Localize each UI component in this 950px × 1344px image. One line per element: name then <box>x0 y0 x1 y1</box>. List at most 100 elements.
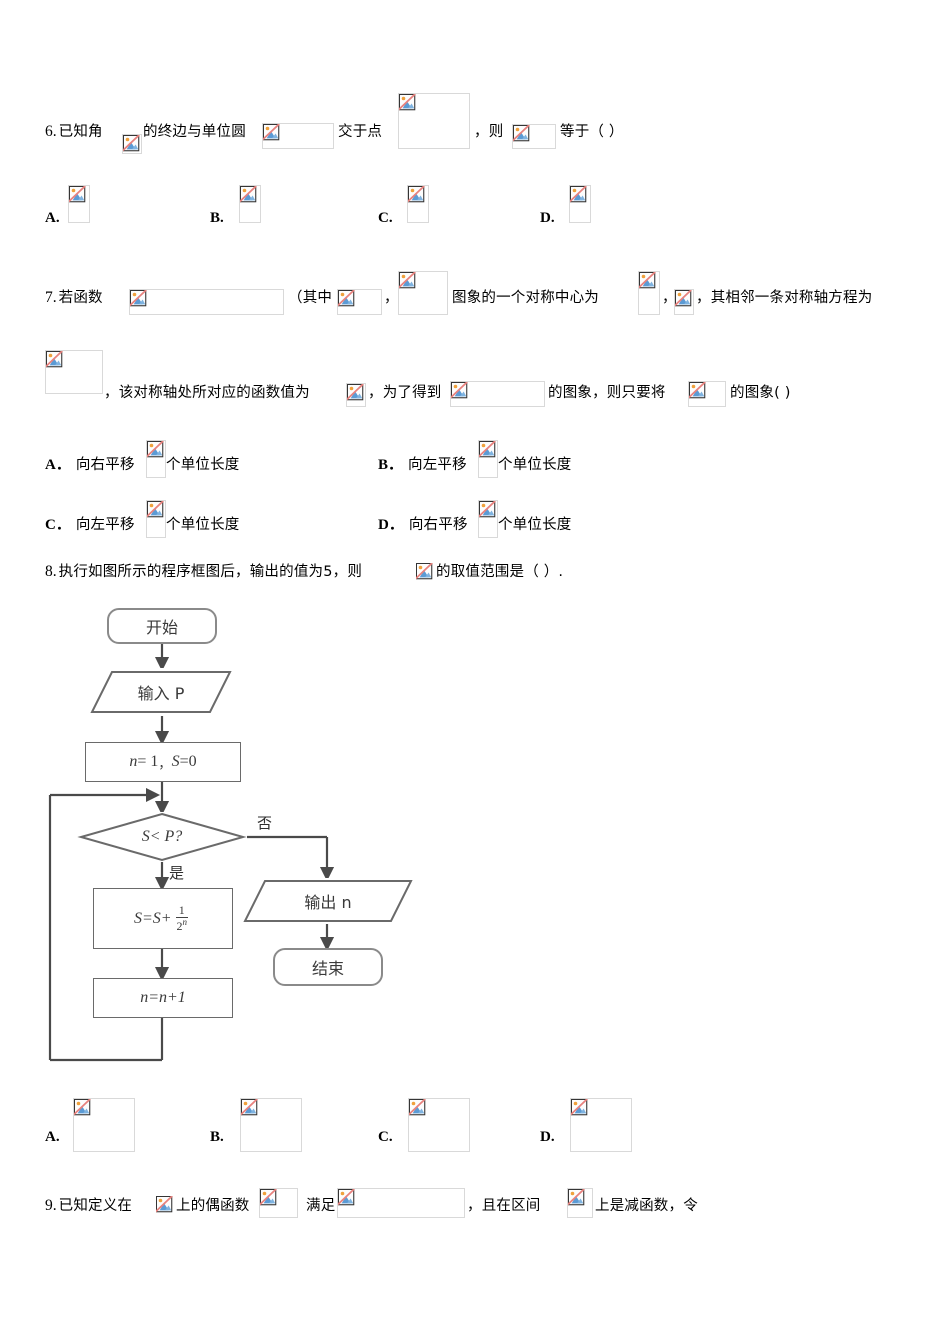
question-7-image-5 <box>674 289 694 315</box>
flow-increment-label: n=n+1 <box>140 989 186 1006</box>
question-7-option-d[interactable]: D． 向右平移 <box>378 515 468 535</box>
question-7-option-c-after: 个单位长度 <box>166 515 240 535</box>
option-d-label: D． <box>378 517 404 533</box>
flow-no-text: 否 <box>257 814 273 832</box>
broken-image-icon <box>479 501 496 518</box>
broken-image-icon <box>347 384 364 401</box>
question-9-number: 9. <box>45 1197 57 1214</box>
question-7-option-d-image <box>478 500 498 538</box>
broken-image-icon <box>416 563 433 580</box>
option-c-label: C. <box>378 210 393 226</box>
question-7-text-3-wrap: ， <box>384 288 399 308</box>
broken-image-icon <box>570 186 587 203</box>
option-a-text-after: 个单位长度 <box>166 457 240 473</box>
question-7-image-3 <box>398 271 448 315</box>
question-8-line: 8. 执行如图所示的程序框图后，输出的值为5，则 <box>45 562 362 582</box>
question-6-option-d[interactable]: D. <box>540 208 560 228</box>
broken-image-icon <box>123 135 140 152</box>
question-6-line-4: ，则 <box>474 122 503 142</box>
question-7-text-8: ，为了得到 <box>368 385 442 401</box>
question-7-option-a[interactable]: A． 向右平移 <box>45 455 135 475</box>
broken-image-icon <box>409 1099 426 1116</box>
option-d-label: D. <box>540 210 555 226</box>
question-9-text-2-wrap: 上的偶函数 <box>176 1196 250 1216</box>
question-8-image-1 <box>416 563 436 585</box>
question-9-text-5: 上是减函数，令 <box>595 1198 698 1214</box>
question-8-text-after-wrap: 的取值范围是（ ）. <box>436 562 563 582</box>
flow-node-init: n= 1，S=0 <box>85 742 241 782</box>
question-7-option-b[interactable]: B． 向左平移 <box>378 455 467 475</box>
question-7-option-c[interactable]: C． 向左平移 <box>45 515 135 535</box>
question-6-line-2: 的终边与单位圆 <box>143 122 246 142</box>
broken-image-icon <box>689 382 706 399</box>
flow-init-s-var: S <box>171 753 180 770</box>
question-9-text-1: 已知定义在 <box>58 1198 133 1214</box>
flow-input-label: 输入 P <box>137 684 185 703</box>
question-7-text-5-wrap: ， <box>662 288 677 308</box>
question-7-option-b-after: 个单位长度 <box>498 455 572 475</box>
question-8-option-d-image <box>570 1098 632 1152</box>
question-6-image-3 <box>398 93 470 149</box>
question-9-text-3: 满足 <box>306 1198 336 1214</box>
question-9-line: 9. 已知定义在 <box>45 1196 132 1216</box>
question-7-text-7: ，该对称轴处所对应的函数值为 <box>104 385 310 401</box>
flowchart-connectors <box>48 642 335 1062</box>
flow-frac-base: 2 <box>176 919 183 933</box>
broken-image-icon <box>241 1099 258 1116</box>
option-d-text-before: 向右平移 <box>408 517 468 533</box>
question-6-option-c[interactable]: C. <box>378 208 398 228</box>
question-6-text-5: 等于（ ） <box>560 124 624 140</box>
question-7-option-a-image <box>146 440 166 478</box>
broken-image-icon <box>399 94 416 111</box>
question-6-option-a[interactable]: A. <box>45 208 65 228</box>
question-8-option-d[interactable]: D. <box>540 1127 560 1147</box>
question-6-text-2: 的终边与单位圆 <box>143 124 246 140</box>
question-6-text-3: 交于点 <box>338 124 383 140</box>
question-8-option-b[interactable]: B. <box>210 1127 229 1147</box>
question-6-line-3: 交于点 <box>338 122 382 142</box>
question-9-text-2: 上的偶函数 <box>176 1198 250 1214</box>
option-d-text-after: 个单位长度 <box>498 517 572 533</box>
question-7-image-7 <box>346 383 366 407</box>
option-a-text-before: 向右平移 <box>75 457 135 473</box>
question-7-text-8-wrap: ，为了得到 <box>368 383 442 403</box>
flow-output-label: 输出 n <box>304 893 352 912</box>
option-c-label: C． <box>45 517 71 533</box>
option-b-text-after: 个单位长度 <box>498 457 572 473</box>
option-b-label: B． <box>378 457 404 473</box>
question-7-image-1 <box>129 289 284 315</box>
diamond-shape <box>77 812 247 862</box>
flow-fraction-denominator: 2n <box>174 917 191 933</box>
flow-decision-label: S< P? <box>141 828 183 845</box>
question-8-option-c[interactable]: C. <box>378 1127 398 1147</box>
flow-yes-text: 是 <box>169 864 185 882</box>
question-6-line-5: 等于（ ） <box>560 122 624 142</box>
question-8-option-a[interactable]: A. <box>45 1127 65 1147</box>
broken-image-icon <box>156 1196 173 1213</box>
question-9-image-1 <box>156 1196 176 1218</box>
question-7-text-6-wrap: ，其相邻一条对称轴方程为 <box>696 288 872 308</box>
question-7-text-10-wrap: 的图象( ) <box>730 383 791 403</box>
question-8-number: 8. <box>45 563 57 580</box>
question-9-image-4 <box>567 1188 593 1218</box>
option-a-label: A. <box>45 210 60 226</box>
flow-frac-exponent: n <box>182 917 188 927</box>
question-9-text-5-wrap: 上是减函数，令 <box>595 1196 698 1216</box>
flow-init-s-value: =0 <box>179 753 197 770</box>
broken-image-icon <box>399 272 416 289</box>
question-7-option-d-after: 个单位长度 <box>498 515 572 535</box>
question-6-option-b[interactable]: B. <box>210 208 229 228</box>
broken-image-icon <box>568 1189 585 1206</box>
question-6-image-1 <box>122 134 142 154</box>
broken-image-icon <box>260 1189 277 1206</box>
broken-image-icon <box>513 125 530 142</box>
question-7-option-a-after: 个单位长度 <box>166 455 240 475</box>
broken-image-icon <box>69 186 86 203</box>
option-b-label: B. <box>210 1129 224 1145</box>
flow-assign-s-label: S=S+ <box>133 909 172 927</box>
broken-image-icon <box>147 501 164 518</box>
question-7-text-9-wrap: 的图象，则只要将 <box>548 383 666 403</box>
broken-image-icon <box>338 290 355 307</box>
broken-image-icon <box>46 351 63 368</box>
